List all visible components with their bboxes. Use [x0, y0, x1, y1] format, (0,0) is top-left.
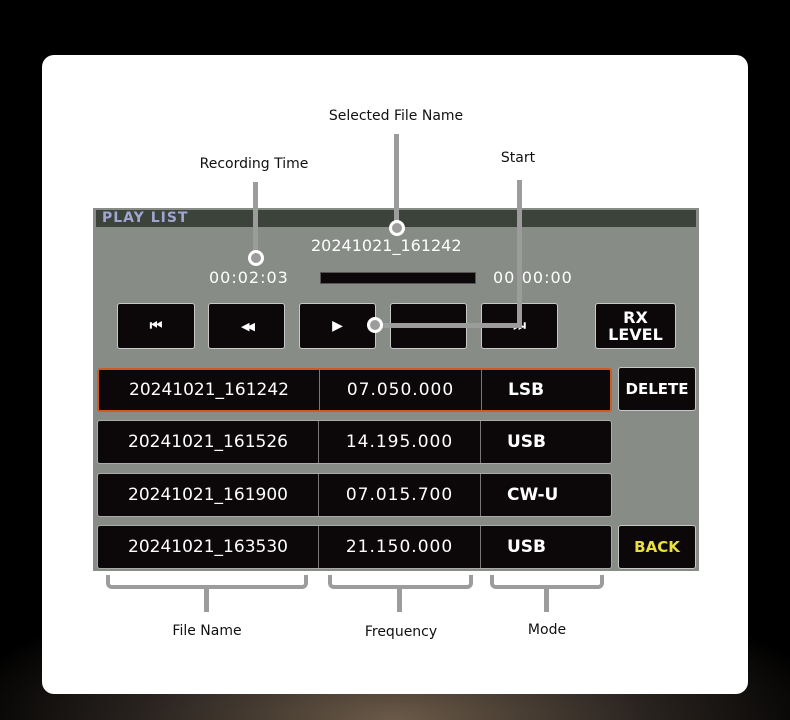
- rewind-icon: ◀◀: [241, 319, 255, 333]
- position-time: 00:00:00: [493, 268, 573, 287]
- delete-button[interactable]: DELETE: [618, 367, 696, 411]
- callout-start: Start: [500, 150, 536, 166]
- callout-frequency: Frequency: [364, 624, 438, 640]
- callout-mode: Mode: [527, 622, 567, 638]
- file-frequency: 14.195.000: [319, 421, 481, 463]
- bracket-stem: [544, 588, 549, 612]
- rewind-button[interactable]: ◀◀: [208, 303, 285, 349]
- callout-selected-file-name: Selected File Name: [328, 108, 464, 124]
- selected-file-name: 20241021_161242: [311, 236, 462, 255]
- callout-dot: [389, 220, 405, 236]
- progress-bar[interactable]: [320, 272, 476, 284]
- file-mode: LSB: [508, 380, 545, 400]
- callout-recording-time: Recording Time: [199, 156, 309, 172]
- file-name: 20241021_163530: [98, 526, 319, 568]
- file-row[interactable]: 20241021_161526 14.195.000 USB: [97, 420, 612, 464]
- file-row[interactable]: 20241021_161900 07.015.700 CW-U: [97, 473, 612, 517]
- file-frequency: 21.150.000: [319, 526, 481, 568]
- callout-line: [394, 134, 399, 228]
- callout-line: [517, 180, 522, 328]
- skip-first-button[interactable]: ⏮: [117, 303, 195, 349]
- rx-level-button[interactable]: RX LEVEL: [595, 303, 676, 349]
- back-button[interactable]: BACK: [618, 525, 696, 569]
- play-list-screen: PLAY LIST 20241021_161242 00:02:03 00:00…: [93, 208, 699, 571]
- file-mode: USB: [507, 537, 547, 557]
- skip-back-icon: ⏮: [149, 318, 163, 334]
- file-mode: CW-U: [507, 485, 559, 505]
- file-frequency: 07.015.700: [319, 474, 481, 516]
- callout-file-name: File Name: [172, 623, 242, 639]
- elapsed-time: 00:02:03: [209, 268, 289, 287]
- file-name-bracket: [106, 575, 308, 589]
- file-mode: USB: [507, 432, 547, 452]
- file-row[interactable]: 20241021_161242 07.050.000 LSB: [97, 368, 612, 412]
- bracket-stem: [204, 588, 209, 612]
- play-icon: ▶: [332, 318, 343, 334]
- mode-bracket: [490, 575, 604, 589]
- bracket-stem: [397, 588, 402, 612]
- file-frequency: 07.050.000: [320, 370, 482, 410]
- file-name: 20241021_161242: [99, 370, 320, 410]
- play-button[interactable]: ▶: [299, 303, 376, 349]
- callout-dot: [367, 317, 383, 333]
- file-name: 20241021_161900: [98, 474, 319, 516]
- callout-line: [375, 323, 522, 328]
- callout-dot: [248, 250, 264, 266]
- file-name: 20241021_161526: [98, 421, 319, 463]
- file-row[interactable]: 20241021_163530 21.150.000 USB: [97, 525, 612, 569]
- callout-line: [253, 182, 258, 258]
- frequency-bracket: [328, 575, 473, 589]
